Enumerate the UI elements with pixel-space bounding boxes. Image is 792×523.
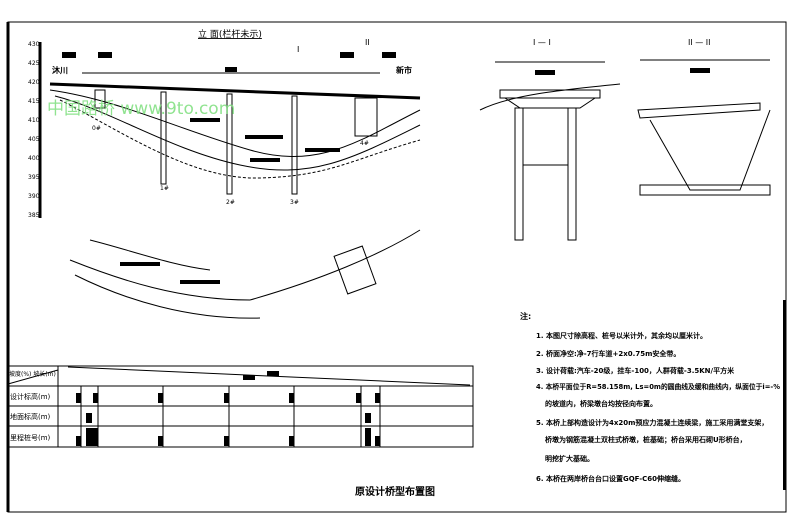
- section-1-view: I — I: [479, 38, 621, 241]
- bridge-deck: [49, 82, 421, 100]
- elevation-view: 立 面(栏杆未示) 430 425 420 415 410 405 400 39…: [28, 28, 421, 219]
- row-label-ground-elev: 地面标高(m): [10, 412, 51, 421]
- note-line: 3. 设计荷载:汽车-20级，挂车-100，人群荷载-3.5KN/平方米: [536, 366, 735, 375]
- note-line: 4. 本桥平面位于R=58.158m, Ls=0m的圆曲线及缓和曲线内，纵面位于…: [536, 382, 780, 391]
- note-line: 5. 本桥上部构造设计为4x20m预应力混凝土连续梁，施工采用满堂支架，: [536, 418, 768, 427]
- row-label-station: 里程桩号(m): [10, 433, 51, 442]
- right-place-label: 新市: [396, 65, 412, 75]
- piers: [94, 89, 378, 195]
- note-line: 明挖扩大基础。: [545, 454, 594, 463]
- svg-text:400: 400: [28, 155, 40, 162]
- svg-text:415: 415: [28, 98, 40, 105]
- section-mark-1: I: [297, 45, 299, 54]
- note-line: 6. 本桥在两岸桥台台口设置GQF-C60伸缩缝。: [536, 474, 685, 483]
- section-1-title: I — I: [533, 38, 551, 47]
- profile-table: 坡度(%) 坡长(m) 设计标高(m) 地面标高(m) 里程桩号(m): [7, 365, 474, 448]
- notes: 注: 1. 本图尺寸除高程、桩号以米计外，其余均以厘米计。 2. 桥面净空:净-…: [520, 311, 780, 483]
- note-line: 1. 本图尺寸除高程、桩号以米计外，其余均以厘米计。: [536, 331, 707, 340]
- note-line: 的坡道内，桥梁墩台均按径向布置。: [545, 399, 657, 408]
- pier-label: 2#: [226, 199, 235, 206]
- pier-label: 1#: [160, 185, 169, 192]
- section-2-view: II — II: [637, 38, 771, 196]
- row-label-design-elev: 设计标高(m): [10, 392, 51, 401]
- section-mark-2: II: [365, 38, 370, 47]
- note-line: 2. 桥面净空:净-7行车道+2x0.75m安全带。: [536, 349, 680, 358]
- row-label-grade: 坡度(%) 坡长(m): [9, 370, 56, 378]
- drawing-title: 原设计桥型布置图: [355, 485, 435, 498]
- svg-text:405: 405: [28, 136, 40, 143]
- section-2-title: II — II: [688, 38, 711, 47]
- note-line: 桥墩为钢筋混凝土双柱式桥墩，桩基础；桥台采用石砌U形桥台，: [545, 435, 747, 444]
- watermark: 中国路桥 www.9to.com: [47, 99, 235, 119]
- svg-text:385: 385: [28, 212, 40, 219]
- axis-tick-labels: 430 425 420 415 410 405 400 395 390 385: [28, 41, 40, 219]
- svg-text:430: 430: [28, 41, 40, 48]
- svg-text:390: 390: [28, 193, 40, 200]
- elevation-title: 立 面(栏杆未示): [198, 28, 262, 40]
- left-place-label: 沐川: [52, 65, 68, 75]
- svg-text:410: 410: [28, 117, 40, 124]
- pier-label: 3#: [290, 199, 299, 206]
- pier-label: 4#: [360, 140, 369, 147]
- notes-heading: 注:: [520, 311, 531, 321]
- svg-text:420: 420: [28, 79, 40, 86]
- plan-view: [69, 229, 421, 319]
- svg-text:425: 425: [28, 60, 40, 67]
- pier-label: 0#: [92, 125, 101, 132]
- svg-text:395: 395: [28, 174, 40, 181]
